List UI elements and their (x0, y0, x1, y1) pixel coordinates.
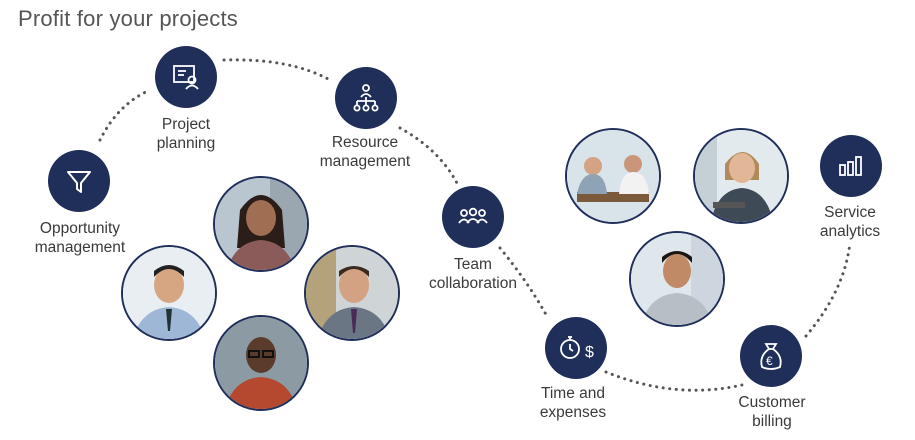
billing-label: Customer billing (738, 394, 806, 430)
time-node: $ (545, 317, 607, 379)
meeting-photo (565, 128, 661, 224)
billing-node: € (740, 325, 802, 387)
person-photo-woman-laptop (693, 128, 789, 224)
connector-opportunity-planning (98, 88, 152, 142)
person-photo-man-center (629, 231, 725, 327)
planning-label: Project planning (156, 116, 216, 152)
time-label: Time and expenses (539, 385, 607, 421)
bar-chart-icon (839, 156, 862, 176)
planning-node (155, 46, 217, 108)
svg-text:€: € (766, 354, 773, 368)
euro-bag-icon: € (760, 343, 782, 370)
opportunity-label: Opportunity management (34, 220, 126, 256)
connector-billing-analytics (804, 240, 852, 338)
org-chart-icon (353, 84, 379, 112)
person-photo-man-right (304, 245, 400, 341)
connector-planning-resource (222, 58, 332, 82)
person-photo-woman (213, 176, 309, 272)
team-label: Team collaboration (429, 256, 517, 292)
analytics-node (820, 135, 882, 197)
project-plan-icon (173, 65, 199, 90)
resource-label: Resource management (319, 134, 411, 170)
analytics-label: Service analytics (819, 204, 881, 240)
page-title: Profit for your projects (18, 6, 238, 31)
svg-text:$: $ (585, 344, 594, 361)
person-photo-man-glasses (213, 315, 309, 411)
team-icon (458, 207, 488, 224)
person-photo-man-left (121, 245, 217, 341)
stopwatch-dollar-icon: $ (560, 336, 594, 361)
opportunity-node (48, 150, 110, 212)
funnel-icon (67, 171, 91, 193)
team-node (442, 186, 504, 248)
resource-node (335, 67, 397, 129)
